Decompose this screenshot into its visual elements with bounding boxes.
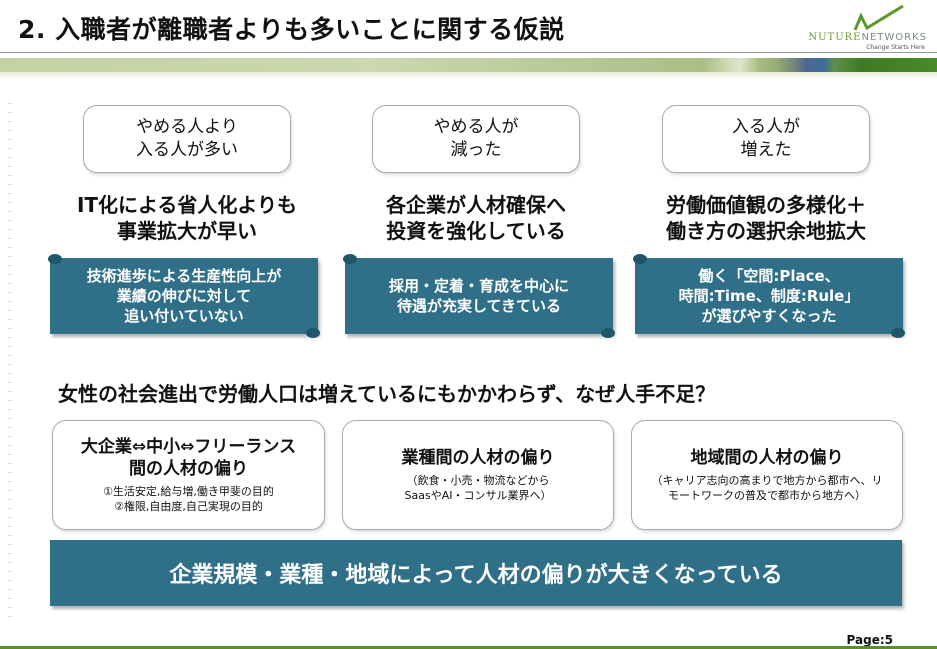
ruler-decoration bbox=[8, 95, 12, 625]
text-line: 各企業が人材確保へ bbox=[386, 193, 566, 217]
text-line: （キャリア志向の高まりで地方から都市へ、リ bbox=[651, 473, 883, 487]
header-band-fade bbox=[0, 72, 937, 80]
logo-check-icon bbox=[853, 4, 904, 31]
text-line: 事業拡大が早い bbox=[117, 219, 257, 243]
text-line: 働く「空間:Place、 bbox=[698, 266, 840, 285]
footer-line bbox=[0, 646, 937, 649]
imbalance-detail: （キャリア志向の高まりで地方から都市へ、リモートワークの普及で都市から地方へ） bbox=[652, 473, 883, 504]
question-text: 女性の社会進出で労働人口は増えているにもかかわらず、なぜ人手不足？ bbox=[58, 382, 716, 406]
header-band bbox=[0, 58, 937, 72]
logo-tagline: Change Starts Here bbox=[866, 44, 925, 51]
text-line: モートワークの普及で都市から地方へ） bbox=[668, 489, 866, 503]
hypothesis-heading: IT化による省人化よりも事業拡大が早い bbox=[47, 192, 327, 244]
text-line: 待遇が充実してきている bbox=[396, 297, 562, 315]
text-line: IT化による省人化よりも bbox=[76, 193, 298, 217]
imbalance-detail: ①生活安定,給与増,働き甲斐の目的 ②権限,自由度,自己実現の目的 bbox=[103, 484, 274, 515]
text-line: 投資を強化している bbox=[386, 219, 566, 243]
text-line: 増えた bbox=[740, 140, 792, 160]
text-line: やめる人が bbox=[433, 117, 519, 138]
text-line: 働き方の選択余地拡大 bbox=[666, 219, 866, 243]
imbalance-heading: 業種間の人材の偏り bbox=[402, 447, 555, 469]
text-line: 入る人が bbox=[732, 117, 800, 138]
hypothesis-box: やめる人より入る人が多い bbox=[83, 105, 291, 173]
text-line: 減った bbox=[450, 140, 502, 160]
text-line: （飲食・小売・物流などから bbox=[406, 473, 550, 487]
imbalance-box: 業種間の人材の偏り （飲食・小売・物流などから SaasやAI・コンサル業界へ） bbox=[342, 420, 614, 530]
imbalance-heading: 地域間の人材の偏り bbox=[691, 447, 844, 469]
text-line: ①生活安定,給与増,働き甲斐の目的 bbox=[103, 484, 274, 498]
text-line: 時間:Time、制度:Rule」 bbox=[678, 286, 860, 305]
text-line: 業種間の人材の偏り bbox=[401, 447, 555, 468]
page-title: 2. 入職者が離職者よりも多いことに関する仮説 bbox=[18, 15, 565, 44]
text-line: 地域間の人材の偏り bbox=[690, 447, 844, 468]
text-line: やめる人より bbox=[136, 117, 238, 138]
hypothesis-box: やめる人が減った bbox=[372, 105, 580, 173]
hypothesis-scroll-banner: 働く「空間:Place、時間:Time、制度:Rule」が選びやすくなった bbox=[633, 254, 905, 338]
text-line: 追い付いていない bbox=[124, 307, 244, 326]
hypothesis-scroll-banner: 技術進歩による生産性向上が業績の伸びに対して追い付いていない bbox=[48, 254, 320, 338]
text-line: 労働価値観の多様化＋ bbox=[666, 193, 866, 217]
text-line: 入る人が多い bbox=[136, 140, 238, 160]
header-divider bbox=[0, 52, 937, 53]
text-line: 採用・定着・育成を中心に bbox=[388, 276, 569, 295]
logo-text: NUTURENETWORKS bbox=[808, 32, 927, 43]
imbalance-box: 大企業⇔中小⇔フリーランス間の人材の偏り ①生活安定,給与増,働き甲斐の目的 ②権限… bbox=[52, 420, 325, 530]
text-line: 間の人材の偏り bbox=[129, 458, 248, 479]
imbalance-detail: （飲食・小売・物流などから SaasやAI・コンサル業界へ） bbox=[405, 473, 552, 504]
text-line: 技術進歩による生産性向上が bbox=[86, 266, 282, 285]
page-number: Page:5 bbox=[846, 633, 893, 647]
conclusion-banner: 企業規模・業種・地域によって人材の偏りが大きくなっている bbox=[50, 540, 902, 606]
text-line: が選びやすくなった bbox=[701, 307, 837, 326]
logo: NUTURENETWORKS Change Starts Here bbox=[787, 4, 927, 52]
hypothesis-heading: 労働価値観の多様化＋働き方の選択余地拡大 bbox=[626, 192, 906, 244]
hypothesis-scroll-banner: 採用・定着・育成を中心に待遇が充実してきている bbox=[343, 254, 615, 338]
hypothesis-heading: 各企業が人材確保へ投資を強化している bbox=[336, 192, 616, 244]
text-line: 業績の伸びに対して bbox=[116, 286, 252, 305]
text-line: 大企業⇔中小⇔フリーランス bbox=[80, 436, 297, 457]
hypothesis-box: 入る人が増えた bbox=[662, 105, 870, 173]
text-line: ②権限,自由度,自己実現の目的 bbox=[114, 500, 263, 514]
imbalance-box: 地域間の人材の偏り （キャリア志向の高まりで地方から都市へ、リモートワークの普及で… bbox=[631, 420, 903, 530]
text-line: SaasやAI・コンサル業界へ） bbox=[404, 489, 552, 503]
imbalance-heading: 大企業⇔中小⇔フリーランス間の人材の偏り bbox=[81, 436, 296, 480]
